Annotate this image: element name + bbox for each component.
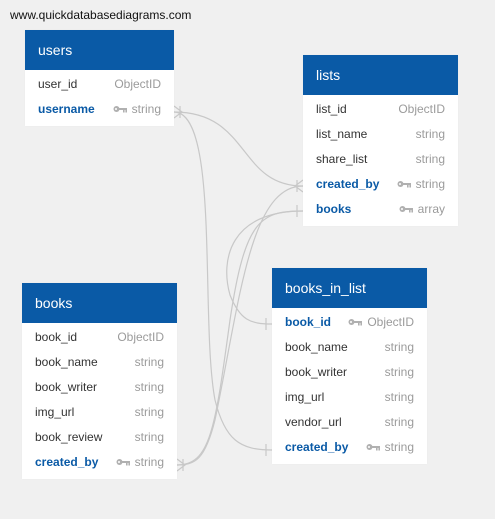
field-type-wrap: string [116,450,164,475]
field-type: string [415,177,445,191]
field-type: string [384,390,414,404]
field-books-book_writer[interactable]: book_writer string [22,375,177,400]
key-icon [116,458,130,466]
field-name: created_by [285,440,349,454]
key-icon [397,180,411,188]
field-type: string [134,405,164,419]
field-name: created_by [35,455,99,469]
field-type: string [134,380,164,394]
field-books_in_list-book_id[interactable]: book_id ObjectID [272,310,427,335]
field-name: book_id [35,330,78,344]
field-name: list_name [316,127,368,141]
field-users-user_id[interactable]: user_id ObjectID [25,72,174,97]
field-name: username [38,102,95,116]
field-type: string [415,152,445,166]
field-books_in_list-book_name[interactable]: book_name string [272,335,427,360]
marker-lists-created_by [294,179,304,193]
connector-username-bil-created_by [173,111,273,451]
field-type: string [415,127,445,141]
field-type: string [384,340,414,354]
field-books-book_name[interactable]: book_name string [22,350,177,375]
table-users[interactable]: users user_id ObjectID username string [25,30,174,126]
table-books[interactable]: books book_id ObjectID book_name string … [22,283,177,479]
site-watermark: www.quickdatabasediagrams.com [10,8,192,22]
connector-books-created_by-lists-books [176,210,304,466]
field-type: string [384,415,414,429]
field-name: books [316,202,352,216]
field-type-wrap: ObjectID [348,310,414,335]
field-lists-books[interactable]: books array [303,197,458,222]
field-type: array [417,202,445,216]
field-name: share_list [316,152,368,166]
field-name: book_writer [35,380,98,394]
field-type: string [134,455,164,469]
field-name: book_name [285,340,348,354]
field-users-username[interactable]: username string [25,97,174,122]
field-books-book_review[interactable]: book_review string [22,425,177,450]
field-type-wrap: string [113,97,161,122]
field-name: vendor_url [285,415,342,429]
table-lists-title[interactable]: lists [303,55,458,95]
connector-username-lists-created_by [173,111,304,187]
field-name: book_name [35,355,98,369]
field-type-wrap: string [397,172,445,197]
table-books_in_list[interactable]: books_in_list book_id ObjectID book_name… [272,268,427,464]
field-name: book_id [285,315,332,329]
field-lists-list_id[interactable]: list_id ObjectID [303,97,458,122]
connector-lists-books-bil-book_id [226,210,304,325]
field-name: user_id [38,77,78,91]
field-type: string [384,440,414,454]
field-lists-list_name[interactable]: list_name string [303,122,458,147]
field-lists-share_list[interactable]: share_list string [303,147,458,172]
table-users-title[interactable]: users [25,30,174,70]
field-type: string [134,355,164,369]
field-name: book_review [35,430,103,444]
field-type: ObjectID [114,77,161,91]
field-name: img_url [35,405,75,419]
key-icon [113,105,127,113]
field-name: created_by [316,177,380,191]
field-books-img_url[interactable]: img_url string [22,400,177,425]
field-name: list_id [316,102,347,116]
key-icon [366,443,380,451]
field-type: string [131,102,161,116]
field-name: img_url [285,390,325,404]
field-books-book_id[interactable]: book_id ObjectID [22,325,177,350]
table-books-title[interactable]: books [22,283,177,323]
marker-books-created_by [176,458,186,472]
field-books-created_by[interactable]: created_by string [22,450,177,475]
table-books_in_list-title[interactable]: books_in_list [272,268,427,308]
field-name: book_writer [285,365,348,379]
field-books_in_list-book_writer[interactable]: book_writer string [272,360,427,385]
field-type-wrap: string [366,435,414,460]
field-type: ObjectID [367,315,414,329]
field-type: string [134,430,164,444]
field-type: ObjectID [398,102,445,116]
marker-users-username [173,105,183,119]
connector-lists-created_by-books [176,185,304,466]
field-books_in_list-vendor_url[interactable]: vendor_url string [272,410,427,435]
field-type: string [384,365,414,379]
field-books_in_list-img_url[interactable]: img_url string [272,385,427,410]
field-lists-created_by[interactable]: created_by string [303,172,458,197]
key-icon [348,318,363,326]
field-books_in_list-created_by[interactable]: created_by string [272,435,427,460]
field-type: ObjectID [117,330,164,344]
field-type-wrap: array [399,197,445,222]
table-lists[interactable]: lists list_id ObjectID list_name string … [303,55,458,226]
key-icon [399,205,413,213]
